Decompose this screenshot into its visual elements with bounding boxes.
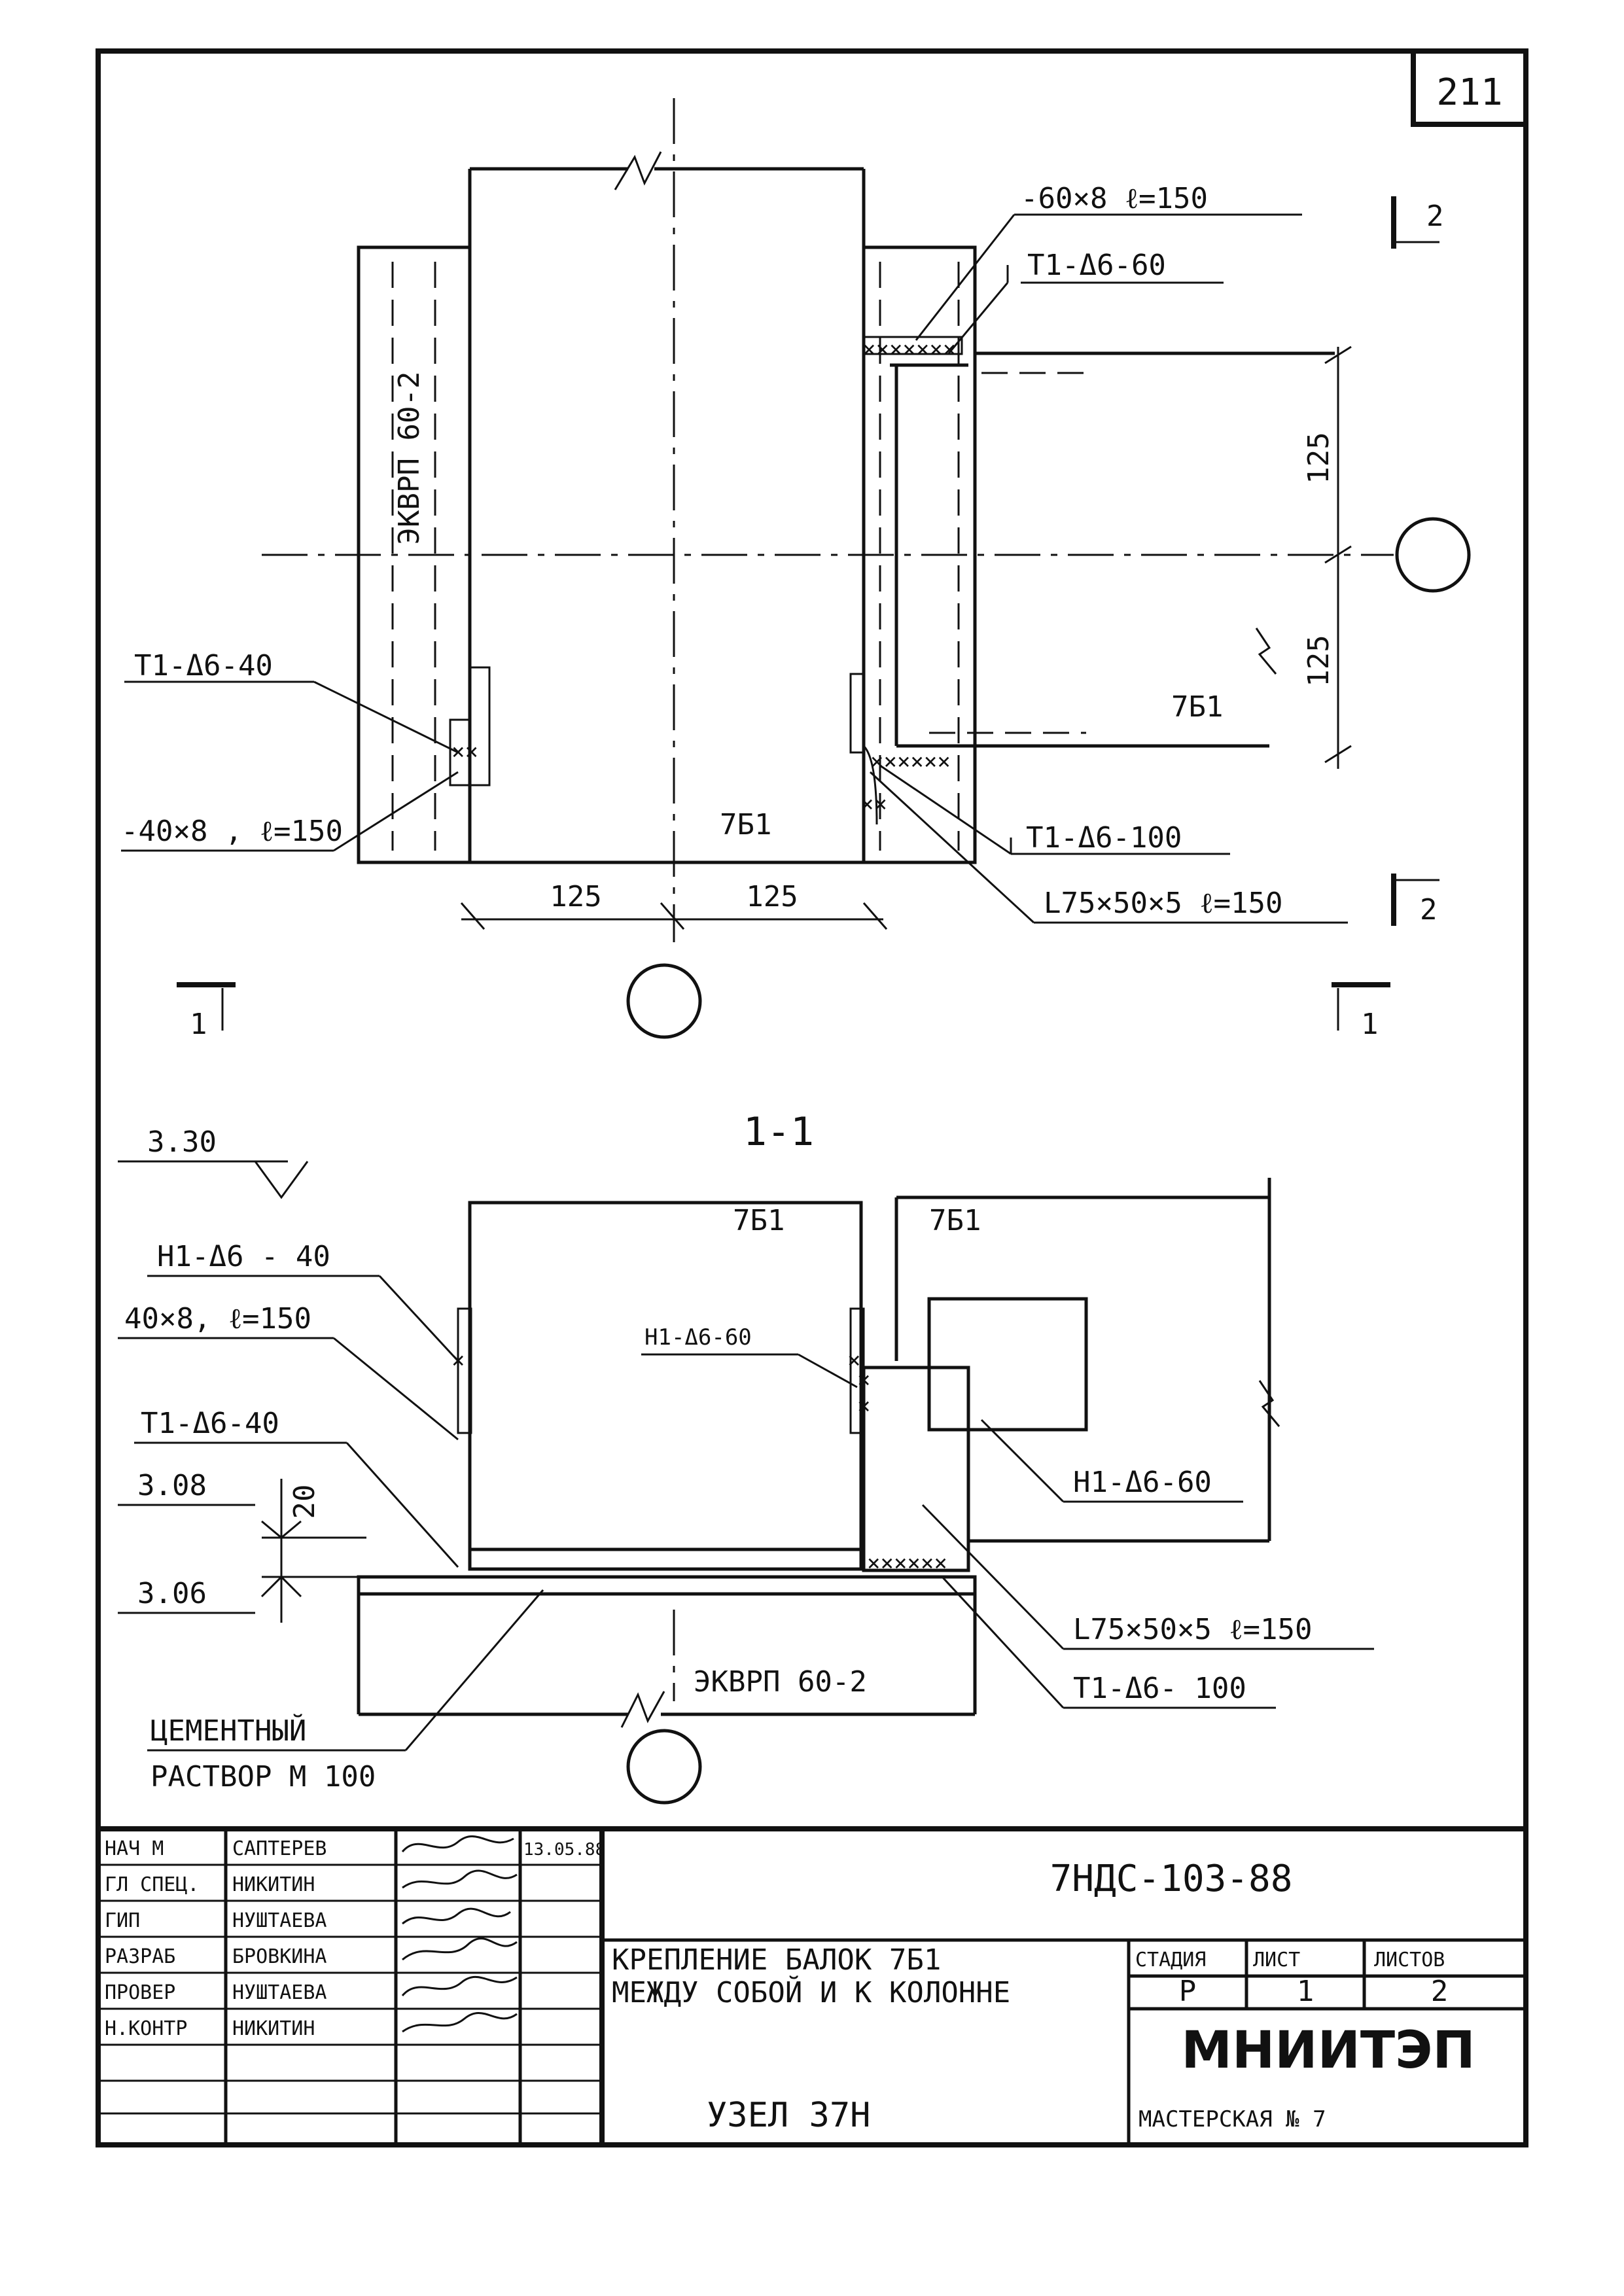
section-mark-2-top: 2: [1426, 200, 1444, 233]
plan-weld-top-label: Т1-Δ6-60: [1027, 249, 1166, 282]
tb-name-0: САПТЕРЕВ: [232, 1837, 327, 1860]
plan-plate-top: [862, 336, 963, 355]
section-mark-1-left: 1: [190, 1008, 207, 1041]
plan-beam-right-label: 7Б1: [1171, 690, 1223, 724]
section-mark-1-right: 1: [1361, 1008, 1379, 1041]
tb-name-3: БРОВКИНА: [232, 1945, 327, 1968]
tb-h-stage: СТАДИЯ: [1135, 1949, 1206, 1971]
section-weld-h1-60b: Н1-Δ6-60: [1073, 1466, 1212, 1499]
section-weld-t1-40: Т1-Δ6-40: [141, 1407, 279, 1440]
grid-axis-circle-section: [626, 1729, 702, 1805]
signatures: [401, 1835, 518, 2033]
plan-plate-left-label: -40×8 , ℓ=150: [121, 815, 343, 848]
plan-column-label: ЭКВРП 60-2: [393, 372, 426, 545]
tb-sheet: 1: [1297, 1975, 1315, 2008]
plan-weld-right-label: Т1-Δ6-100: [1026, 821, 1182, 855]
section-beam-right-label: 7Б1: [929, 1204, 981, 1237]
level-3-06: 3.06: [137, 1577, 207, 1610]
svg-text:××××××: ××××××: [870, 749, 951, 775]
tb-org: МНИИТЭП: [1181, 2021, 1475, 2080]
level-3-08: 3.08: [137, 1469, 207, 1502]
section-title: 1-1: [743, 1109, 814, 1155]
svg-text:××××××: ××××××: [867, 1550, 947, 1576]
plan-dim-125-left: 125: [550, 880, 601, 913]
cement-label-1: ЦЕМЕНТНЫЙ: [150, 1713, 306, 1748]
section-plate-40: 40×8, ℓ=150: [124, 1302, 311, 1335]
tb-role-2: ГИП: [105, 1909, 140, 1932]
sheet-number: 211: [1436, 71, 1502, 114]
plan-dim-125-lower: 125: [1302, 635, 1335, 686]
sheet-number-box: [1411, 48, 1528, 127]
grid-axis-circle-bottom: [626, 963, 702, 1039]
title-block: НАЧ М ГЛ СПЕЦ. ГИП РАЗРАБ ПРОВЕР Н.КОНТР…: [98, 1826, 1526, 2145]
tb-h-sheet: ЛИСТ: [1253, 1949, 1300, 1971]
plan-beam-lower-label: 7Б1: [720, 808, 771, 841]
grid-axis-circle-right: [1395, 517, 1471, 593]
section-weld-t1-100: Т1-Δ6- 100: [1073, 1672, 1246, 1705]
section-beam-left: [468, 1201, 863, 1571]
tb-node: УЗЕЛ 37Н: [707, 2096, 870, 2135]
section-angle: [862, 1366, 970, 1572]
tb-title-1: КРЕПЛЕНИЕ БАЛОК 7Б1: [612, 1943, 941, 1977]
cement-label-2: РАСТВОР М 100: [150, 1760, 376, 1793]
section-weld-h1-40: Н1-Δ6 - 40: [157, 1240, 330, 1273]
svg-text:×××××××: ×××××××: [862, 336, 956, 362]
plan-dim-125-right: 125: [746, 880, 798, 913]
level-3-30: 3.30: [147, 1125, 217, 1159]
section-beam-end-hatch: [927, 1297, 1088, 1432]
tb-name-2: НУШТАЕВА: [232, 1909, 327, 1932]
tb-role-3: РАЗРАБ: [105, 1945, 175, 1968]
cement-bed: [357, 1575, 977, 1596]
svg-text:××: ××: [860, 791, 887, 817]
tb-stage: Р: [1179, 1975, 1197, 2008]
svg-text:×: ×: [847, 1347, 860, 1373]
tb-role-1: ГЛ СПЕЦ.: [105, 1873, 200, 1896]
tb-doc-code: 7НДС-103-88: [1050, 1858, 1293, 1900]
plan-plate-left: [468, 666, 491, 786]
tb-role-5: Н.КОНТР: [105, 2017, 187, 2040]
tb-date: 13.05.88: [523, 1840, 605, 1860]
tb-name-4: НУШТАЕВА: [232, 1981, 327, 2004]
section-view: 1-1 3.30 7Б1 7Б1 × × ×××××× × ×: [118, 1109, 1374, 1805]
section-beam-left-label: 7Б1: [733, 1204, 785, 1237]
plan-angle-label: L75×50×5 ℓ=150: [1044, 887, 1282, 920]
section-angle-label: L75×50×5 ℓ=150: [1073, 1613, 1312, 1646]
tb-role-0: НАЧ М: [105, 1837, 164, 1860]
tb-name-5: НИКИТИН: [232, 2017, 315, 2040]
dim-20: 20: [288, 1485, 321, 1519]
section-weld-h1-60: Н1-Δ6-60: [644, 1324, 752, 1351]
tb-role-4: ПРОВЕР: [105, 1981, 175, 2004]
section-mark-2-bottom: 2: [1420, 893, 1438, 927]
break-mark: [614, 151, 662, 190]
plan-dim-125-upper: 125: [1302, 432, 1335, 484]
plan-plate-top-label: -60×8 ℓ=150: [1021, 182, 1208, 215]
plan-weld-left-label: Т1-Δ6-40: [134, 649, 273, 682]
plan-view: ЭКВРП 60-2 ×× ××××××× ×××××× ×× -60×8 ℓ=…: [121, 98, 1471, 1041]
tb-title-2: МЕЖДУ СОБОЙ И К КОЛОННЕ: [612, 1975, 1010, 2009]
tb-sheets: 2: [1431, 1975, 1449, 2008]
tb-workshop: МАСТЕРСКАЯ № 7: [1139, 2106, 1326, 2132]
tb-name-1: НИКИТИН: [232, 1873, 315, 1896]
sheet-frame: [96, 48, 1528, 2147]
section-column-label: ЭКВРП 60-2: [694, 1665, 867, 1699]
tb-h-sheets: ЛИСТОВ: [1374, 1949, 1445, 1971]
